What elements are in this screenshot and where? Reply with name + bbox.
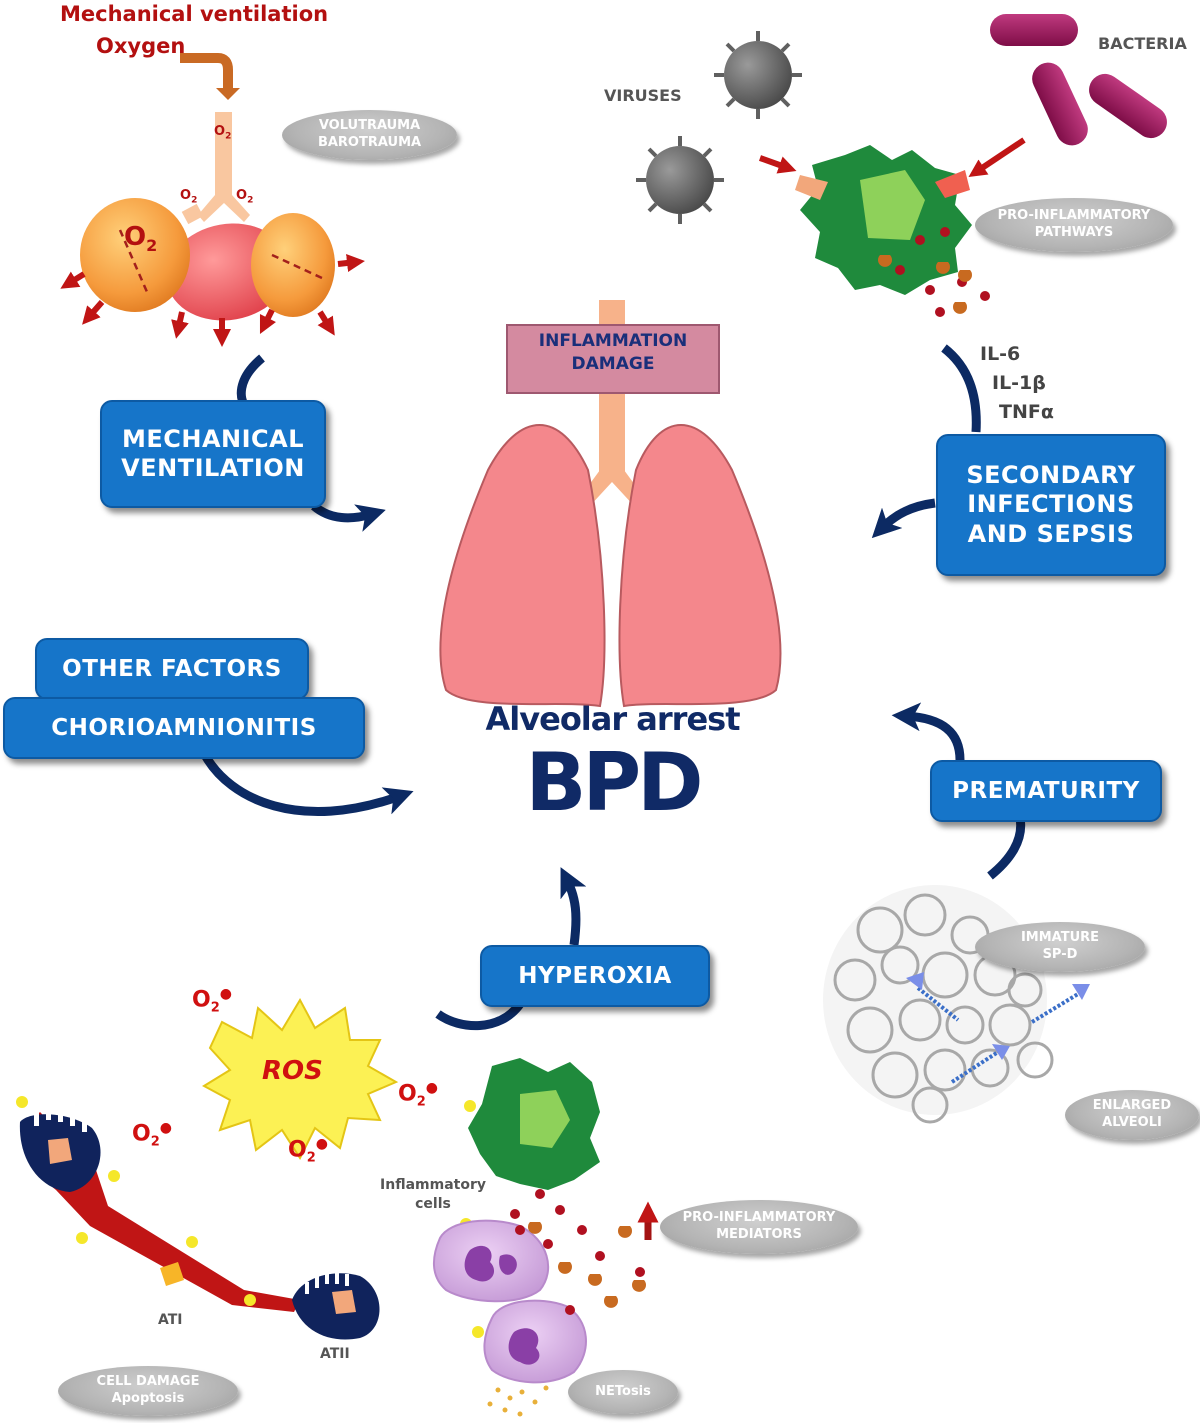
bpd-label: BPD (525, 736, 703, 829)
alveolar-arrest-label: Alveolar arrest (485, 700, 741, 738)
curved-arrow-icon (201, 344, 1026, 1031)
oxygen-label-airway: O2 (214, 124, 232, 142)
macrophage-icon (795, 145, 990, 317)
oxygen-label-right-branch: O2 (236, 188, 254, 206)
inflammatory-mediators-icon (510, 1189, 659, 1315)
oxygen-label-left-branch: O2 (180, 188, 198, 206)
ros-label: ROS (262, 1056, 323, 1086)
inflammatory-macrophage-icon (468, 1058, 600, 1190)
ati-label: ATI (158, 1312, 183, 1328)
neutrophil-icon (433, 1219, 587, 1417)
ventilation-alveoli-icon (60, 53, 365, 347)
oxygen-radical-4: O2● (288, 1136, 328, 1166)
cytokine-il1b: IL-1β (992, 372, 1046, 394)
ventilation-source-line1: Mechanical ventilation (60, 2, 329, 26)
bacteria-label: BACTERIA (1098, 34, 1187, 53)
oxygen-radical-3: O2● (132, 1120, 172, 1150)
hyperoxia-box: HYPEROXIA (480, 945, 710, 1007)
immature-lung-tissue-icon (823, 885, 1090, 1124)
epithelial-cell-icon (16, 1096, 484, 1340)
atii-label: ATII (320, 1346, 350, 1362)
oxygen-radical-2: O2● (398, 1080, 438, 1110)
oxygen-radical-1: O2● (192, 986, 232, 1016)
other-factors-box: OTHER FACTORS (35, 638, 309, 700)
chorioamnionitis-box: CHORIOAMNIONITIS (3, 697, 365, 759)
ros-burst-icon (201, 997, 399, 1161)
oxygen-label-alveolus: O2 (124, 222, 158, 256)
cytokine-il6: IL-6 (980, 343, 1021, 365)
lung-icon (439, 300, 782, 708)
inflammation-box (506, 324, 720, 394)
pill-netosis: NETosis (568, 1370, 678, 1414)
bacteria-icon (990, 14, 1167, 146)
ventilation-source-line2: Oxygen (96, 34, 186, 58)
virus-icon (636, 31, 802, 224)
prematurity-box: PREMATURITY (930, 760, 1162, 822)
cytokine-tnfa: TNFα (999, 401, 1054, 423)
viruses-label: VIRUSES (604, 86, 682, 105)
